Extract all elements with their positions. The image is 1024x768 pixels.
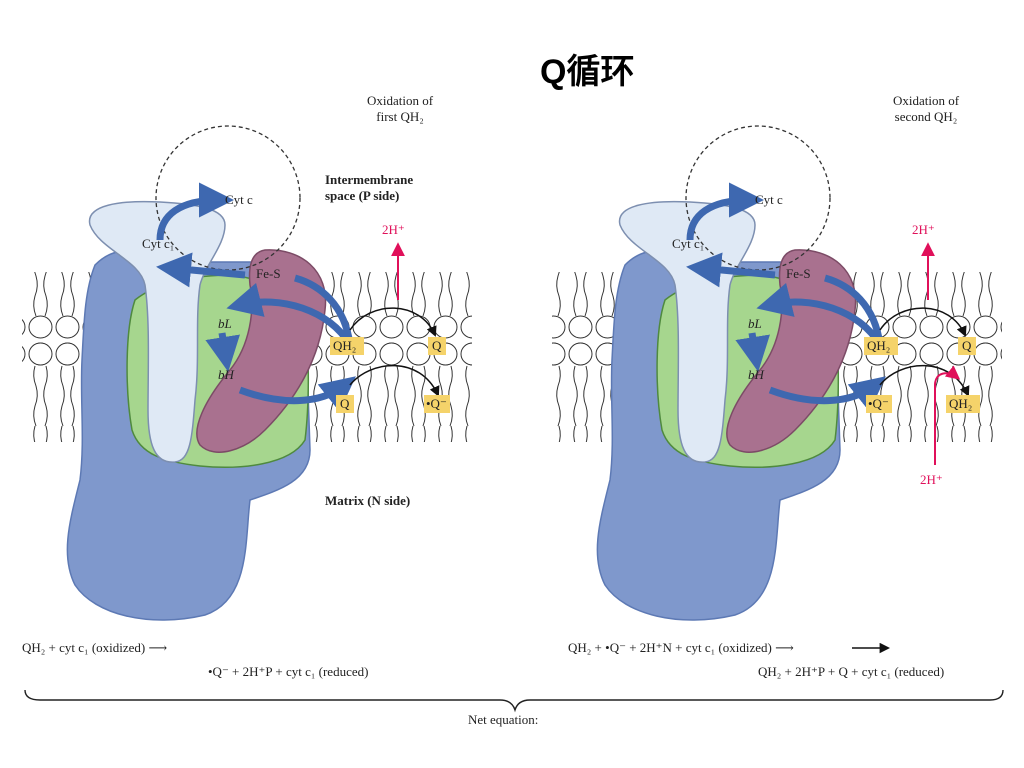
left-arrow-qh2-to-bl	[226, 282, 354, 347]
right-proton-arrow-bottom	[934, 365, 961, 465]
left-proton-label: 2H⁺	[382, 222, 405, 237]
right-header-line1: Oxidation of	[892, 93, 960, 108]
right-q-top-label: Q	[962, 338, 972, 353]
left-header-line1: Oxidation of	[366, 93, 434, 108]
left-q-top-label: Q	[432, 338, 442, 353]
right-header: Oxidation of second QH₂	[866, 93, 986, 126]
right-arrow-cytc1-to-cytc	[686, 182, 764, 241]
right-equation-line2: QH₂ + 2H⁺P + Q + cyt c₁ (reduced)	[758, 664, 945, 679]
left-cyt-c1-label: Cyt c₁	[142, 236, 175, 251]
intermembrane-line1: Intermembrane	[325, 172, 414, 187]
right-panel	[552, 125, 1002, 654]
left-arrow-fes-to-cytc1	[156, 252, 246, 288]
right-qh2-bottom-box	[946, 395, 980, 413]
net-equation-brace	[24, 689, 1004, 713]
left-q-top-box	[428, 337, 446, 355]
right-semiquinone-box	[866, 395, 892, 413]
left-header: Oxidation of first QH₂	[340, 93, 460, 126]
left-arrow-qh2-to-q	[349, 307, 437, 337]
right-fe-s-label: Fe-S	[786, 266, 811, 281]
right-qh2-top-label: QH₂	[867, 338, 891, 353]
left-q-bottom-label: Q	[340, 396, 350, 411]
left-qh2-label: QH₂	[333, 338, 357, 353]
intermembrane-line2: space (P side)	[325, 188, 400, 204]
right-qh2-top-box	[864, 337, 898, 355]
right-proton-top-label: 2H⁺	[912, 222, 935, 237]
intermembrane-label: Intermembrane space (P side)	[325, 172, 413, 205]
right-bl-label: bL	[748, 316, 762, 331]
right-arrow-bh-to-semiquinone	[768, 376, 886, 412]
right-q-top-box	[958, 337, 976, 355]
left-fe-s-label: Fe-S	[256, 266, 281, 281]
right-cyt-c1-label: Cyt c₁	[672, 236, 705, 251]
right-arrow-qh2-to-q	[879, 307, 967, 337]
left-arrow-cytc1-to-cytc	[156, 182, 234, 241]
left-bl-label: bL	[218, 316, 232, 331]
net-equation-label: Net equation:	[468, 712, 539, 727]
left-equation-line2: •Q⁻ + 2H⁺P + cyt c₁ (reduced)	[208, 664, 369, 679]
right-arrow-qh2-to-fes	[823, 274, 884, 346]
left-semiquinone-box	[424, 395, 450, 413]
left-equation-line1: QH₂ + cyt c₁ (oxidized) ⟶	[22, 640, 168, 655]
right-bh-label: bH	[748, 367, 764, 382]
left-arrow-q-to-semiquinone	[349, 364, 440, 397]
left-arrow-bl-to-bh	[205, 332, 240, 372]
left-bh-label: bH	[218, 367, 234, 382]
right-header-line2: second QH₂	[894, 109, 958, 125]
right-semiquinone-label: •Q⁻	[868, 396, 889, 411]
left-arrow-qh2-to-fes	[293, 274, 354, 346]
left-panel	[22, 125, 472, 621]
right-qh2-bottom-label: QH₂	[949, 396, 973, 411]
slide-title: Q循环	[540, 53, 635, 91]
left-cyt-c-label: Cyt c	[225, 192, 253, 207]
left-qh2-box	[330, 337, 364, 355]
right-cyt-c-label: Cyt c	[755, 192, 783, 207]
right-arrow-fes-to-cytc1	[686, 252, 776, 288]
left-header-line2: first QH₂	[376, 109, 424, 125]
right-arrow-qh2-to-bl	[756, 282, 884, 347]
right-arrow-bl-to-bh	[735, 332, 770, 372]
left-arrow-bh-to-q	[238, 376, 356, 412]
matrix-label: Matrix (N side)	[325, 493, 411, 508]
right-arrow-semiquinone-to-qh2	[879, 364, 970, 397]
left-semiquinone-label: •Q⁻	[426, 396, 447, 411]
left-q-bottom-box	[336, 395, 354, 413]
right-proton-bottom-label: 2H⁺	[920, 472, 943, 487]
right-equation-line1: QH₂ + •Q⁻ + 2H⁺N + cyt c₁ (oxidized) ⟶	[568, 640, 794, 655]
